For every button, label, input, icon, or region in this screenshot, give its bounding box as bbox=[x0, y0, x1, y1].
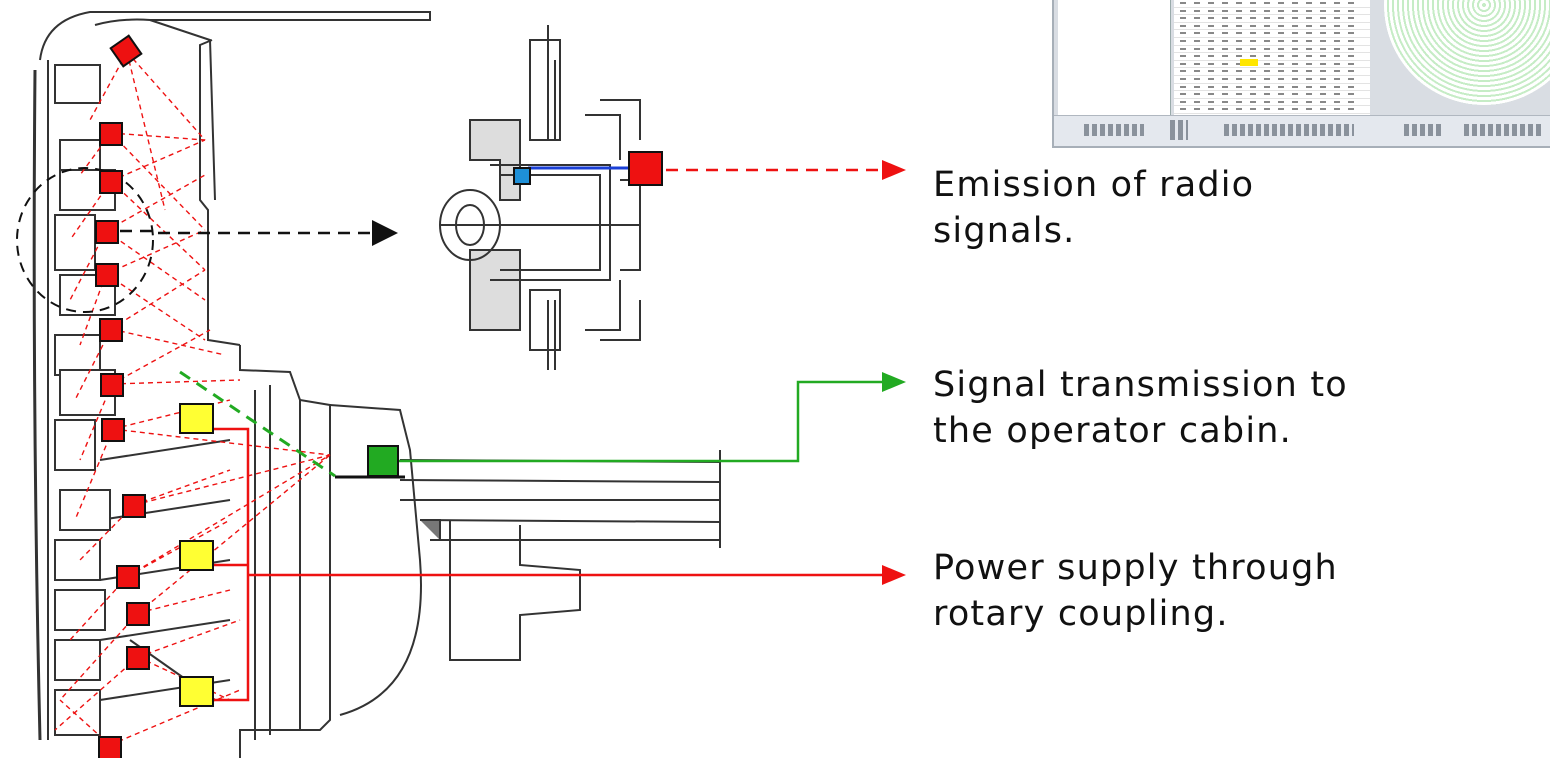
sensor-square bbox=[98, 736, 122, 758]
screen-highlight-cell bbox=[1240, 59, 1258, 66]
signal-radio-link bbox=[179, 370, 336, 478]
screen-taskbar bbox=[1054, 115, 1550, 146]
antenna-square bbox=[513, 167, 531, 185]
cutterhead-drawing bbox=[32, 11, 721, 758]
operator-screen-thumbnail bbox=[1052, 0, 1550, 148]
sensor-square bbox=[126, 646, 150, 670]
sensor-detail-drawing bbox=[439, 25, 641, 370]
transmission-caption-line2: the operator cabin. bbox=[933, 411, 1292, 451]
power-caption: Power supply through rotary coupling. bbox=[933, 545, 1338, 637]
power-caption-line1: Power supply through bbox=[933, 548, 1338, 588]
detail-pointer-arrow bbox=[120, 220, 398, 246]
sensor-square bbox=[99, 170, 123, 194]
transmission-caption: Signal transmission to the operator cabi… bbox=[933, 362, 1348, 454]
emission-arrow bbox=[666, 160, 906, 180]
detail-sensor-square bbox=[628, 151, 663, 186]
power-caption-line2: rotary coupling. bbox=[933, 594, 1229, 634]
screen-data-table bbox=[1174, 0, 1370, 122]
sensor-square bbox=[116, 565, 140, 589]
disc-cutters bbox=[54, 64, 116, 736]
sensor-square bbox=[99, 122, 123, 146]
sensor-square bbox=[126, 602, 150, 626]
emission-caption-line2: signals. bbox=[933, 211, 1076, 251]
sensor-square bbox=[99, 318, 123, 342]
sensor-square bbox=[109, 34, 143, 68]
sensor-square bbox=[95, 263, 119, 287]
detail-highlight-circle bbox=[16, 167, 154, 313]
transmitter-square bbox=[367, 445, 399, 477]
sensor-squares bbox=[95, 34, 150, 758]
sensor-square bbox=[100, 373, 124, 397]
transmission-caption-line1: Signal transmission to bbox=[933, 365, 1348, 405]
power-module-square bbox=[179, 403, 214, 434]
screen-left-pane bbox=[1058, 0, 1171, 118]
emission-caption: Emission of radio signals. bbox=[933, 162, 1254, 254]
transmission-arrow bbox=[398, 372, 906, 463]
emission-caption-line1: Emission of radio bbox=[933, 165, 1255, 205]
sensor-square bbox=[95, 220, 119, 244]
power-supply-lines bbox=[213, 427, 885, 702]
power-modules bbox=[179, 403, 214, 707]
sensor-square bbox=[122, 494, 146, 518]
power-arrow-head bbox=[882, 565, 906, 585]
sensor-square bbox=[101, 418, 125, 442]
power-module-square bbox=[179, 540, 214, 571]
power-module-square bbox=[179, 676, 214, 707]
screen-radar-plot bbox=[1384, 0, 1550, 105]
